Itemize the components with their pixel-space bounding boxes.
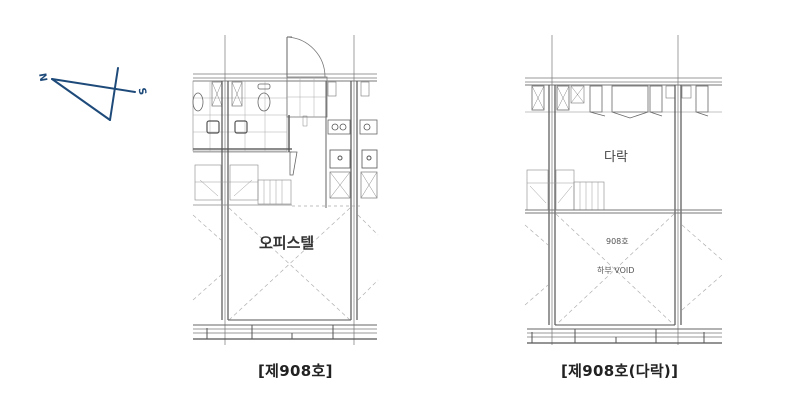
- room-label-loft: 다락: [604, 150, 628, 165]
- plan-unit-908: [192, 35, 379, 345]
- plan-unit-908-loft: [524, 35, 723, 345]
- room-label-908: 908호: [606, 237, 629, 246]
- room-label-officetel: 오피스텔: [259, 234, 315, 252]
- plan-caption-908: [제908호]: [258, 362, 333, 380]
- room-label-lower-void: 하부 VOID: [597, 266, 635, 275]
- compass-icon: [51, 67, 136, 121]
- plan-caption-908-loft: [제908호(다락)]: [561, 362, 679, 380]
